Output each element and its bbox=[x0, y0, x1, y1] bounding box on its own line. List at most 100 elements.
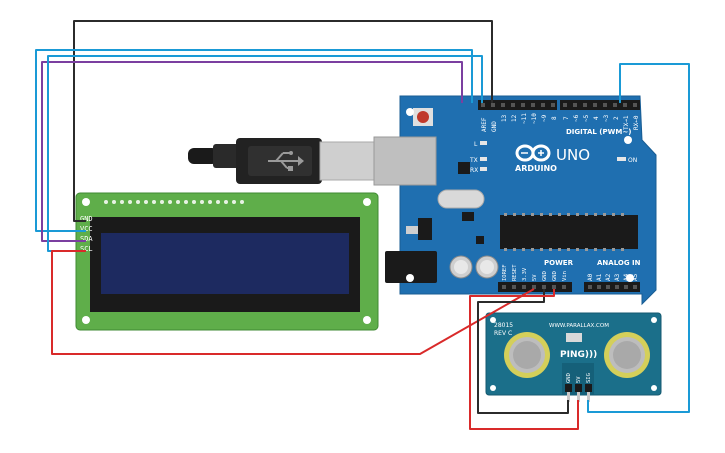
pin-3: ~3 bbox=[603, 114, 610, 122]
led-label-tx: TX bbox=[469, 157, 478, 164]
arduino-logo-text: ARDUINO bbox=[515, 164, 557, 173]
lcd-mount-hole bbox=[82, 198, 90, 206]
lcd-mount-hole bbox=[82, 316, 90, 324]
digital-pin-labels: AREF GND 13 12 ~11 ~10 ~9 8 7 ~6 ~5 4 ~3… bbox=[481, 113, 640, 132]
pin-10: ~10 bbox=[531, 113, 538, 124]
pin-12: 12 bbox=[511, 114, 518, 122]
voltage-regulator bbox=[418, 218, 432, 240]
lcd-mount-hole bbox=[363, 198, 371, 206]
analog-header bbox=[584, 282, 640, 292]
lcd-pin-vcc: VCC bbox=[80, 225, 93, 233]
lcd-header-pads bbox=[104, 200, 244, 204]
pin-3v3: 3.3V bbox=[522, 267, 528, 281]
pin-tx1: TX→1 bbox=[623, 115, 630, 130]
sensor-url: WWW.PARALLAX.COM bbox=[549, 323, 609, 329]
pin-vin: Vin bbox=[562, 271, 568, 281]
reset-button[interactable] bbox=[417, 111, 429, 123]
arduino-infinity-logo-icon bbox=[515, 144, 551, 162]
wires bbox=[35, 20, 690, 430]
ping-ultrasonic-sensor[interactable]: 28015 REV C WWW.PARALLAX.COM PING))) GND… bbox=[485, 312, 662, 402]
pin-5v: 5V bbox=[532, 274, 538, 281]
pin-2: 2 bbox=[613, 116, 620, 120]
analog-pin-labels: A0 A1 A2 A3 A4 A5 bbox=[587, 273, 639, 281]
sensor-model: 28015 bbox=[494, 322, 513, 329]
mount-hole bbox=[406, 274, 414, 282]
pin-rx0: RX←0 bbox=[633, 115, 640, 130]
wire-sensor-5v bbox=[469, 289, 579, 430]
sensor-pin-labels: GND 5V SIG bbox=[566, 373, 592, 383]
mount-hole bbox=[626, 274, 634, 282]
pin-gnd-1: GND bbox=[542, 271, 548, 281]
pin-a1: A1 bbox=[596, 273, 603, 281]
sensor-pin-sig: SIG bbox=[586, 373, 592, 383]
transducer-left bbox=[504, 332, 550, 378]
arduino-model: UNO bbox=[556, 146, 590, 164]
regulator-tab bbox=[406, 226, 418, 234]
pin-11: ~11 bbox=[521, 113, 528, 124]
digital-label: DIGITAL (PWM~) bbox=[566, 128, 631, 136]
wire-sensor-sig bbox=[587, 63, 690, 413]
lcd-module[interactable]: GND VCC SDA SCL bbox=[75, 192, 379, 331]
pin-a2: A2 bbox=[605, 273, 612, 281]
usb-symbol-icon bbox=[268, 152, 298, 169]
sensor-pin-5v: 5V bbox=[576, 376, 582, 383]
small-chip bbox=[458, 162, 470, 174]
capacitors bbox=[449, 255, 499, 279]
small-chip-3 bbox=[476, 236, 484, 244]
dc-jack bbox=[385, 251, 437, 283]
mount-hole bbox=[406, 108, 414, 116]
crystal bbox=[437, 189, 485, 209]
wire-lcd-vcc bbox=[35, 49, 473, 232]
led-label-l: L bbox=[474, 141, 478, 148]
transducer-right bbox=[604, 332, 650, 378]
lcd-pin-scl: SCL bbox=[80, 245, 93, 253]
pin-a3: A3 bbox=[614, 273, 621, 281]
lcd-pin-labels: GND VCC SDA SCL bbox=[80, 215, 93, 253]
led-label-rx: RX bbox=[470, 167, 478, 174]
sensor-header bbox=[565, 384, 592, 392]
pin-gnd-2: GND bbox=[552, 271, 558, 281]
pin-6: ~6 bbox=[573, 114, 580, 122]
pin-a0: A0 bbox=[587, 273, 594, 281]
arduino-uno-board[interactable]: AREF GND 13 12 ~11 ~10 ~9 8 7 ~6 ~5 4 ~3… bbox=[373, 95, 657, 306]
pin-8: 8 bbox=[551, 116, 558, 120]
pin-aref: AREF bbox=[481, 117, 488, 132]
pin-reset: RESET bbox=[512, 264, 518, 281]
pin-a4: A4 bbox=[623, 273, 630, 281]
sensor-name: PING))) bbox=[560, 350, 597, 360]
lcd-pin-sda: SDA bbox=[80, 235, 93, 243]
lcd-pin-gnd: GND bbox=[80, 215, 93, 223]
lcd-screen bbox=[101, 233, 349, 294]
power-pin-labels: IOREF RESET 3.3V 5V GND GND Vin bbox=[502, 264, 568, 281]
pin-9: ~9 bbox=[541, 114, 548, 122]
led-label-on: ON bbox=[628, 157, 637, 164]
sensor-pin-gnd: GND bbox=[566, 373, 572, 383]
pin-7: 7 bbox=[563, 116, 570, 120]
pin-5: ~5 bbox=[583, 114, 590, 122]
sensor-mount-hole bbox=[490, 317, 496, 323]
analog-label: ANALOG IN bbox=[597, 259, 641, 267]
wire-lcd-5v bbox=[51, 250, 535, 355]
wire-lcd-sda bbox=[41, 61, 463, 242]
mount-hole bbox=[624, 136, 632, 144]
lcd-mount-hole bbox=[363, 316, 371, 324]
digital-header-2 bbox=[560, 100, 640, 110]
usb-port bbox=[373, 136, 437, 186]
pin-4: 4 bbox=[593, 116, 600, 120]
sensor-rev: REV C bbox=[494, 330, 512, 337]
digital-header bbox=[478, 100, 557, 110]
pin-13: 13 bbox=[501, 114, 508, 122]
pin-gnd: GND bbox=[491, 121, 498, 132]
sensor-mount-hole bbox=[651, 317, 657, 323]
atmega-chip bbox=[500, 215, 638, 249]
wire-sensor-gnd bbox=[477, 289, 569, 414]
sensor-mount-hole bbox=[651, 385, 657, 391]
sensor-mount-hole bbox=[490, 385, 496, 391]
sensor-chip bbox=[566, 333, 582, 342]
power-label: POWER bbox=[544, 259, 574, 267]
wire-lcd-gnd bbox=[73, 20, 493, 222]
pin-a5: A5 bbox=[632, 273, 639, 281]
led-indicators: L TX RX ON bbox=[469, 141, 637, 174]
small-chip-2 bbox=[462, 212, 474, 221]
pin-ioref: IOREF bbox=[502, 264, 508, 281]
